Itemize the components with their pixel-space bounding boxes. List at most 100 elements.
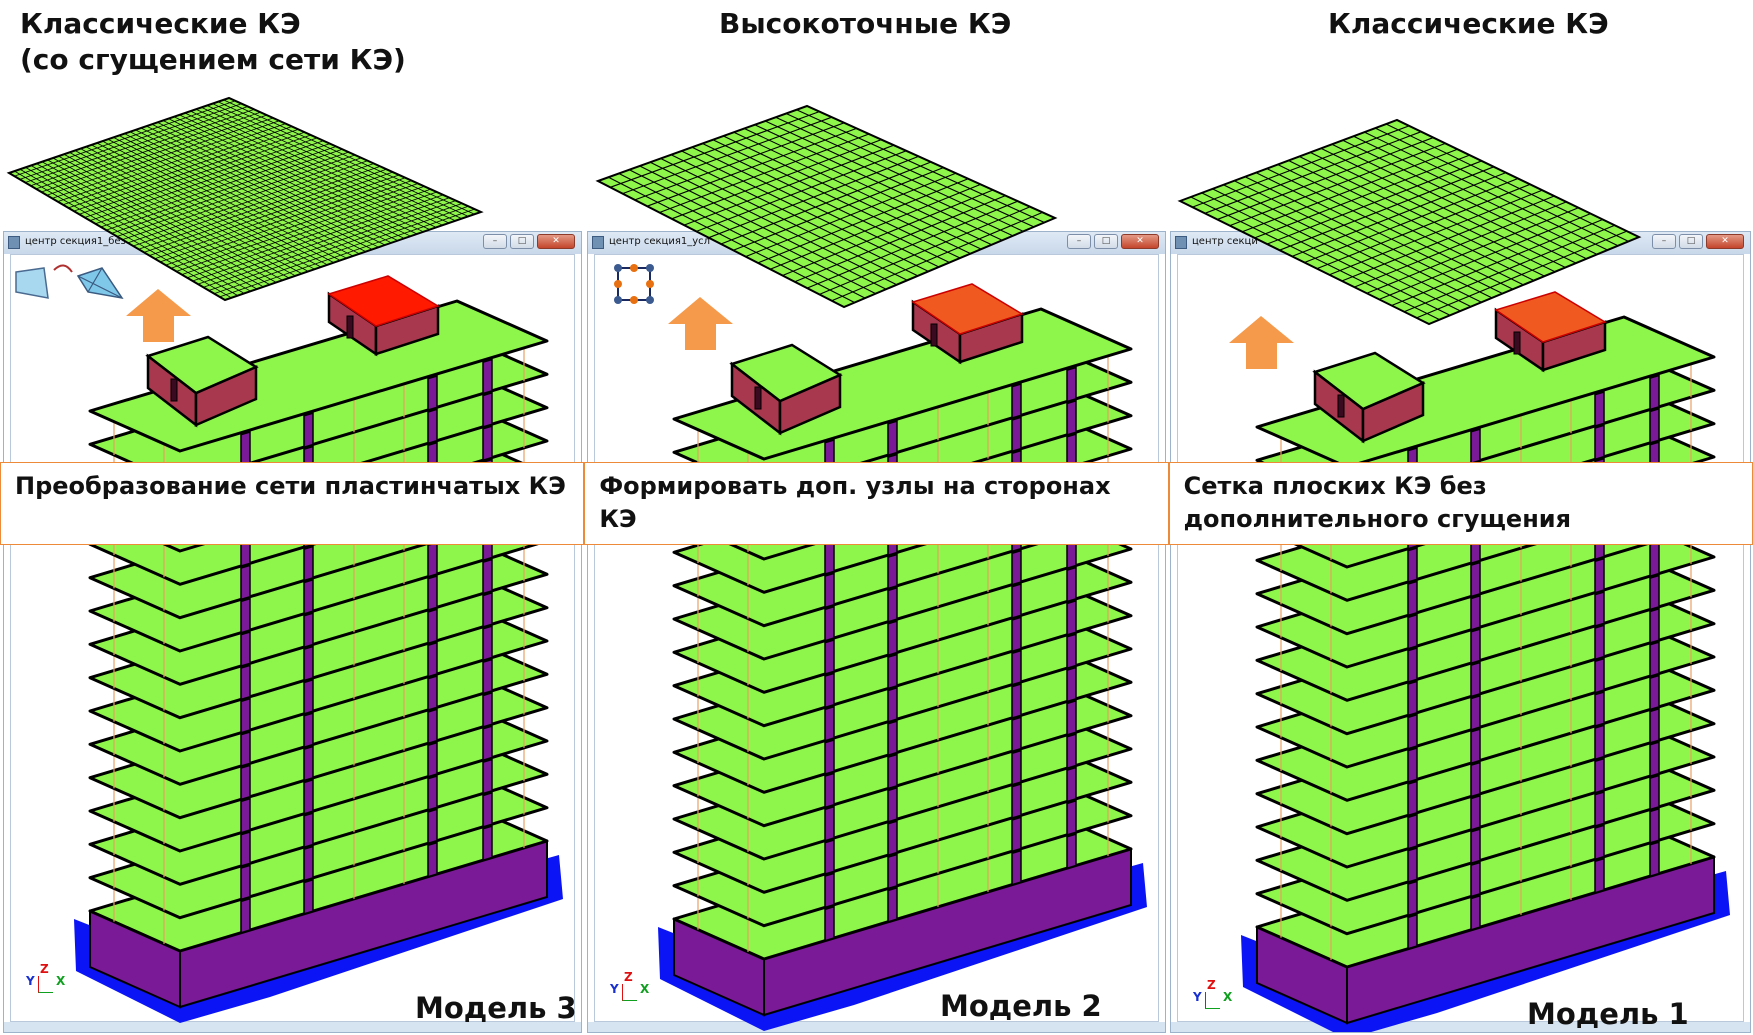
shear-wall: [1649, 707, 1660, 744]
mesh-line: [622, 116, 832, 195]
shear-wall: [1066, 733, 1077, 770]
shear-wall: [1470, 894, 1481, 931]
shear-wall: [1011, 549, 1022, 586]
maximize-button[interactable]: □: [510, 234, 534, 249]
shear-wall: [1011, 616, 1022, 653]
window-titlebar[interactable]: центр секци – □ ✕: [1171, 232, 1750, 254]
mesh-line: [146, 125, 386, 246]
shear-wall: [1407, 680, 1418, 717]
window-titlebar[interactable]: центр секция1_усл – □ ✕: [588, 232, 1165, 254]
shear-wall: [303, 745, 314, 782]
shear-wall: [1066, 666, 1077, 703]
mesh-line: [671, 139, 882, 220]
axis-z-label: Z: [40, 962, 49, 976]
mesh-line: [35, 111, 261, 190]
axis-x-label: X: [640, 982, 650, 996]
mesh-line: [610, 111, 820, 188]
shear-wall: [1066, 799, 1077, 836]
minimize-button[interactable]: –: [1652, 234, 1676, 249]
shear-wall: [240, 797, 251, 834]
shear-wall: [824, 538, 835, 575]
shear-wall: [427, 774, 438, 812]
shear-wall: [1011, 849, 1022, 886]
mesh-line: [122, 157, 362, 241]
option-labels-band: Преобразование сети пластинчатых КЭ Форм…: [0, 462, 1753, 545]
mesh-line: [25, 106, 249, 183]
transform-arrow: [53, 264, 73, 273]
shear-wall: [1594, 657, 1605, 694]
axis-arrows-icon: [1205, 992, 1220, 1009]
axis-x-label: X: [1223, 990, 1233, 1004]
shear-wall: [1594, 557, 1605, 594]
roof-box-top: [1312, 351, 1426, 411]
maximize-button[interactable]: □: [1679, 234, 1703, 249]
model-2-window[interactable]: центр секция1_усл – □ ✕ Модель 2 Z Y X: [587, 231, 1166, 1033]
shear-wall: [1407, 646, 1418, 683]
mesh-line: [62, 126, 293, 206]
shear-wall: [1407, 913, 1418, 950]
shear-wall: [824, 805, 835, 842]
mesh-line: [79, 134, 312, 215]
mesh-line: [683, 144, 894, 226]
close-button[interactable]: ✕: [1121, 234, 1159, 249]
heading-classic-dense: Классические КЭ (со сгущением сети КЭ): [20, 6, 406, 78]
shear-wall: [1470, 794, 1481, 831]
shear-wall: [1594, 424, 1605, 461]
mesh-line: [106, 148, 343, 231]
door-icon: [930, 323, 938, 347]
shear-wall: [427, 808, 438, 845]
model-3-window[interactable]: центр секция1_без – □ ✕ Модель 3 Z Y X: [3, 231, 582, 1033]
axis-y-label: Y: [1193, 990, 1202, 1004]
shear-wall: [1594, 824, 1605, 861]
shear-wall: [1649, 574, 1660, 611]
roof-box-top: [729, 343, 843, 403]
shear-wall: [303, 612, 314, 649]
window-titlebar[interactable]: центр секция1_без – □ ✕: [4, 232, 581, 254]
mesh-line: [89, 140, 324, 222]
door-icon: [754, 386, 762, 410]
shear-wall: [240, 630, 251, 667]
mesh-line: [73, 131, 305, 212]
shear-wall: [1470, 561, 1481, 598]
mesh-line: [1217, 137, 1434, 220]
shear-wall: [240, 830, 251, 867]
mesh-line: [95, 143, 330, 225]
shear-wall: [1470, 728, 1481, 765]
minimize-button[interactable]: –: [1067, 234, 1091, 249]
shear-wall: [303, 578, 314, 615]
shear-wall: [887, 753, 898, 790]
quad-shape: [15, 267, 49, 299]
corner-node: [614, 296, 622, 304]
shear-wall: [482, 758, 493, 795]
shear-wall: [824, 672, 835, 709]
mesh-line: [764, 120, 1014, 237]
shear-wall: [1470, 661, 1481, 698]
axis-y-label: Y: [26, 974, 35, 988]
mesh-line: [14, 100, 236, 177]
shear-wall: [824, 872, 835, 909]
status-bar: [1171, 1022, 1750, 1032]
shear-wall: [240, 764, 251, 801]
shear-wall: [1649, 741, 1660, 778]
minimize-button[interactable]: –: [483, 234, 507, 249]
model-1-window[interactable]: центр секци – □ ✕ Модель 1 Z Y X: [1170, 231, 1751, 1033]
shear-wall: [1649, 841, 1660, 878]
shear-wall: [1066, 766, 1077, 803]
shear-wall: [887, 720, 898, 757]
mesh-line: [206, 105, 456, 222]
mesh-line: [1242, 148, 1458, 233]
close-button[interactable]: ✕: [1706, 234, 1744, 249]
mesh-line: [796, 109, 1045, 223]
axis-z-label: Z: [624, 970, 633, 984]
corner-node: [646, 264, 654, 272]
shear-wall: [240, 897, 251, 934]
maximize-button[interactable]: □: [1094, 234, 1118, 249]
shear-wall: [240, 864, 251, 901]
close-button[interactable]: ✕: [537, 234, 575, 249]
shear-wall: [887, 620, 898, 657]
door-icon: [1513, 331, 1521, 355]
mesh-line: [52, 120, 280, 199]
mesh-line: [659, 133, 870, 214]
mesh-line: [68, 128, 299, 209]
shear-wall: [1470, 761, 1481, 798]
